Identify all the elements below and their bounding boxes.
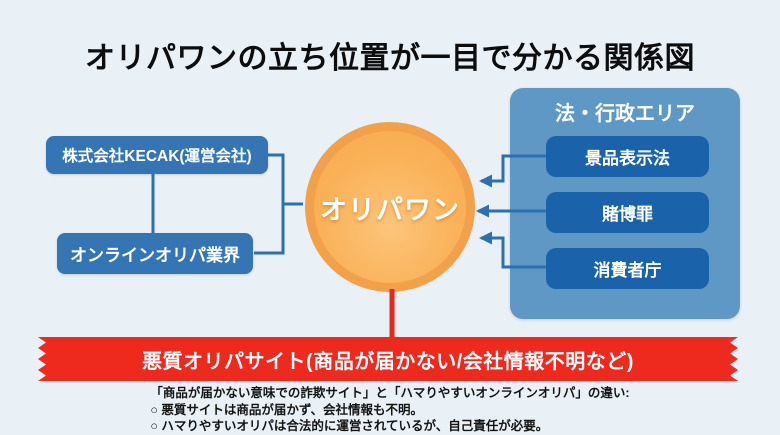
footnote-heading: 「商品が届かない意味での詐欺サイト」と「ハマりやすいオンラインオリパ」の違い: (150, 386, 630, 400)
industry-box-label: オンラインオリパ業界 (70, 246, 240, 265)
company-box-label: 株式会社KECAK(運営会社) (62, 148, 252, 165)
footnote-point-1: ○ 悪質サイトは商品が届かず、会社情報も不明。 (150, 402, 424, 417)
legal-panel: 法・行政エリア 景品表示法 賭博罪 消費者庁 (510, 88, 740, 319)
legal-item-label: 賭博罪 (602, 205, 653, 224)
footnote-point-2: ○ ハマりやすいオリパは合法的に運営されているが、自己責任が必要。 (150, 419, 549, 433)
bad-site-ribbon-label: 悪質オリパサイト(商品が届かない/会社情報不明など) (142, 350, 634, 373)
legal-item-label: 景品表示法 (585, 149, 670, 168)
legal-panel-title: 法・行政エリア (555, 103, 695, 125)
legal-item-label: 消費者庁 (593, 261, 662, 280)
industry-box: オンラインオリパ業界 (57, 233, 253, 274)
legal-item-keihin: 景品表示法 (546, 136, 709, 177)
legal-item-tobaku: 賭博罪 (546, 192, 709, 233)
bad-site-ribbon: 悪質オリパサイト(商品が届かない/会社情報不明など) (38, 337, 738, 381)
oripawan-circle: オリパワン (305, 122, 475, 292)
page-title: オリパワンの立ち位置が一目で分かる関係図 (85, 42, 695, 75)
footnote: 「商品が届かない意味での詐欺サイト」と「ハマりやすいオンラインオリパ」の違い: … (0, 385, 780, 435)
legal-item-shohisha: 消費者庁 (546, 248, 709, 289)
company-box: 株式会社KECAK(運営会社) (46, 136, 268, 174)
oripawan-circle-label: オリパワン (320, 194, 460, 225)
